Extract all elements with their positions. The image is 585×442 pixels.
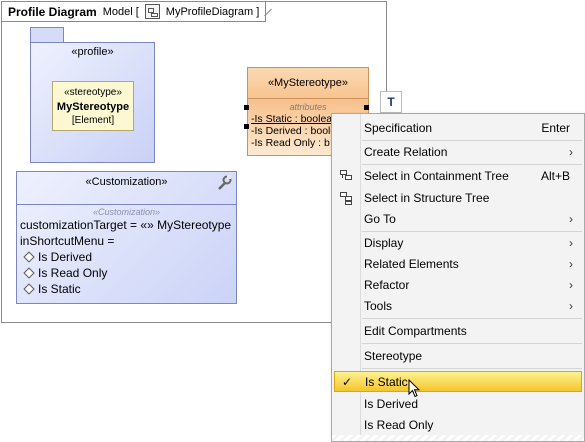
menu-item-label: Is Derived	[364, 396, 419, 411]
property-icon	[23, 283, 35, 295]
diagram-type-label: Profile Diagram	[8, 4, 97, 19]
chevron-right-icon: ›	[569, 256, 573, 271]
inner-stereotype-metaclass: [Element]	[71, 115, 115, 126]
shortcut-option-label: Is Derived	[38, 250, 93, 264]
menu-item-is-read-only[interactable]: Is Read Only	[332, 414, 584, 435]
menu-item-label: Stereotype	[364, 348, 423, 363]
inner-stereotype-keyword: «stereotype»	[64, 87, 122, 98]
model-prefix-label: Model [	[102, 5, 139, 18]
selection-handle[interactable]	[244, 124, 249, 129]
menu-item-label: Refactor	[364, 277, 410, 292]
inner-stereotype-name: MyStereotype	[56, 101, 130, 113]
diagram-icon	[144, 4, 160, 19]
shortcut-option[interactable]: Is Static	[17, 281, 236, 297]
customization-class-shape[interactable]: «Customization» «Customization» customiz…	[16, 171, 237, 304]
menu-item-label: Display	[364, 235, 404, 250]
profile-package-tab[interactable]	[30, 27, 64, 42]
menu-item-display[interactable]: Display ›	[332, 232, 584, 253]
menu-item-label: Edit Compartments	[364, 323, 467, 338]
menu-item-label: Is Static	[365, 374, 408, 389]
chevron-right-icon: ›	[569, 298, 573, 313]
containment-tree-icon	[339, 169, 353, 183]
menu-item-edit-compartments[interactable]: Edit Compartments	[332, 320, 584, 341]
menu-item-tools[interactable]: Tools ›	[332, 295, 584, 316]
shortcut-option-label: Is Static	[38, 282, 81, 296]
menu-separator	[362, 164, 582, 165]
shortcut-option-label: Is Read Only	[38, 266, 108, 280]
attribute-row[interactable]: -Is Static : boolea	[251, 113, 333, 125]
menu-torn-edge	[332, 435, 584, 441]
mystereotype-class-name: «MyStereotype»	[248, 68, 368, 99]
context-menu: Specification Enter Create Relation › Se…	[331, 113, 585, 442]
customization-compartment-label: «Customization»	[92, 207, 161, 217]
shortcut-option[interactable]: Is Derived	[17, 249, 236, 265]
t-icon: T	[387, 95, 395, 109]
menu-item-refactor[interactable]: Refactor ›	[332, 274, 584, 295]
smart-manipulator-button[interactable]: T	[380, 91, 402, 113]
checkmark-icon: ✓	[341, 374, 353, 389]
menu-item-go-to[interactable]: Go To ›	[332, 208, 584, 229]
customization-target-line[interactable]: customizationTarget = «» MyStereotype	[20, 218, 232, 232]
menu-item-label: Create Relation	[364, 144, 448, 159]
selection-handle[interactable]	[244, 105, 249, 110]
chevron-right-icon: ›	[569, 211, 573, 226]
mouse-pointer-icon	[408, 379, 420, 398]
profile-package-label: «profile»	[71, 46, 114, 58]
menu-item-shortcut: Alt+B	[540, 168, 570, 183]
menu-item-stereotype[interactable]: Stereotype	[332, 345, 584, 366]
selection-handle[interactable]	[364, 105, 369, 110]
menu-item-label: Related Elements	[364, 256, 459, 271]
chevron-right-icon: ›	[569, 235, 573, 250]
menu-separator	[362, 368, 582, 369]
profile-package[interactable]: «profile» «stereotype» MyStereotype [Ele…	[30, 42, 155, 163]
menu-item-shortcut: Enter	[541, 120, 570, 135]
property-icon	[23, 251, 35, 263]
diagram-name-label: MyProfileDiagram ]	[165, 5, 260, 18]
menu-item-related-elements[interactable]: Related Elements ›	[332, 253, 584, 274]
menu-separator	[362, 318, 582, 319]
menu-item-select-containment-tree[interactable]: Select in Containment Tree Alt+B	[332, 165, 584, 186]
shortcut-menu-line[interactable]: inShortcutMenu =	[20, 234, 115, 248]
menu-item-select-structure-tree[interactable]: Select in Structure Tree	[332, 187, 584, 208]
menu-separator	[362, 343, 582, 344]
menu-item-label: Is Read Only	[364, 417, 434, 432]
wrench-icon	[218, 175, 232, 190]
menu-item-is-static[interactable]: ✓ Is Static	[334, 371, 582, 392]
chevron-right-icon: ›	[569, 277, 573, 292]
attributes-compartment-label: attributes	[289, 102, 327, 112]
menu-item-specification[interactable]: Specification Enter	[332, 117, 584, 138]
customization-header: «Customization»	[17, 172, 236, 205]
menu-item-create-relation[interactable]: Create Relation ›	[332, 141, 584, 162]
menu-item-label: Go To	[364, 211, 396, 226]
inner-stereotype-shape[interactable]: «stereotype» MyStereotype [Element]	[52, 81, 134, 131]
menu-item-label: Select in Containment Tree	[364, 168, 509, 183]
attribute-row[interactable]: -Is Derived : boole	[251, 125, 337, 137]
attribute-row[interactable]: -Is Read Only : b	[251, 137, 330, 149]
customization-name: «Customization»	[85, 176, 168, 188]
menu-item-label: Tools	[364, 298, 393, 313]
menu-item-label: Select in Structure Tree	[364, 190, 490, 205]
menu-item-label: Specification	[364, 120, 433, 135]
menu-separator	[362, 231, 582, 232]
diagram-frame-tab: Profile Diagram Model [ MyProfileDiagram…	[2, 2, 267, 22]
menu-item-is-derived[interactable]: Is Derived	[332, 393, 584, 414]
structure-tree-icon	[339, 191, 353, 205]
menu-separator	[362, 140, 582, 141]
property-icon	[23, 267, 35, 279]
chevron-right-icon: ›	[569, 144, 573, 159]
shortcut-option[interactable]: Is Read Only	[17, 265, 236, 281]
